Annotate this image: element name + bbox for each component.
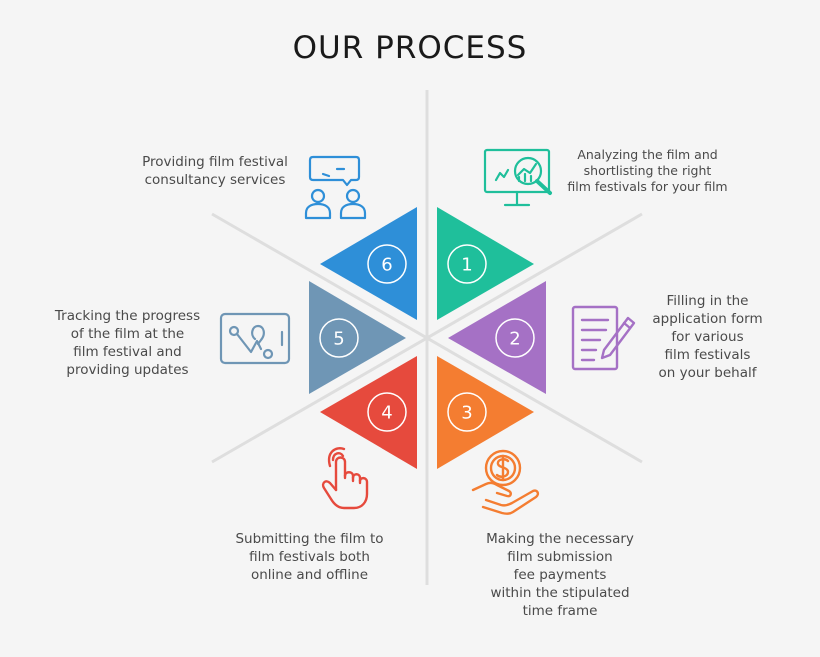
step-4-number: 4 (381, 403, 392, 424)
step-6-number-circle (367, 244, 407, 284)
tap-hand-icon (321, 447, 369, 510)
step-2-triangle (448, 281, 546, 394)
diagonal-divider-2 (211, 212, 643, 464)
step-4-description: Submitting the film to film festivals bo… (235, 531, 384, 583)
consultation-people-icon (304, 155, 367, 220)
step-5-description: Tracking the progress of the film at the… (54, 308, 201, 378)
step-1-number: 1 (461, 255, 472, 276)
step-2-number: 2 (509, 329, 520, 350)
step-6-number: 6 (381, 255, 392, 276)
step-5-number-circle (319, 318, 359, 358)
tablet-tracking-icon (219, 312, 291, 365)
hand-coin-icon (471, 449, 540, 515)
step-2-number-circle (495, 318, 535, 358)
step-4-number-circle (367, 392, 407, 432)
form-pencil-icon (571, 305, 636, 371)
page-title: OUR PROCESS (292, 30, 528, 66)
monitor-analytics-icon (483, 148, 552, 207)
step-3-number: 3 (461, 403, 472, 424)
step-3-number-circle (447, 392, 487, 432)
step-1-number-circle (447, 244, 487, 284)
step-3-description: Making the necessary film submission fee… (486, 531, 634, 619)
step-2-description: Filling in the application form for vari… (652, 293, 763, 381)
step-6-description: Providing film festival consultancy serv… (142, 154, 288, 188)
step-1-description: Analyzing the film and shortlisting the … (567, 147, 728, 194)
divider-lines (211, 90, 643, 585)
step-5-number: 5 (333, 329, 344, 350)
